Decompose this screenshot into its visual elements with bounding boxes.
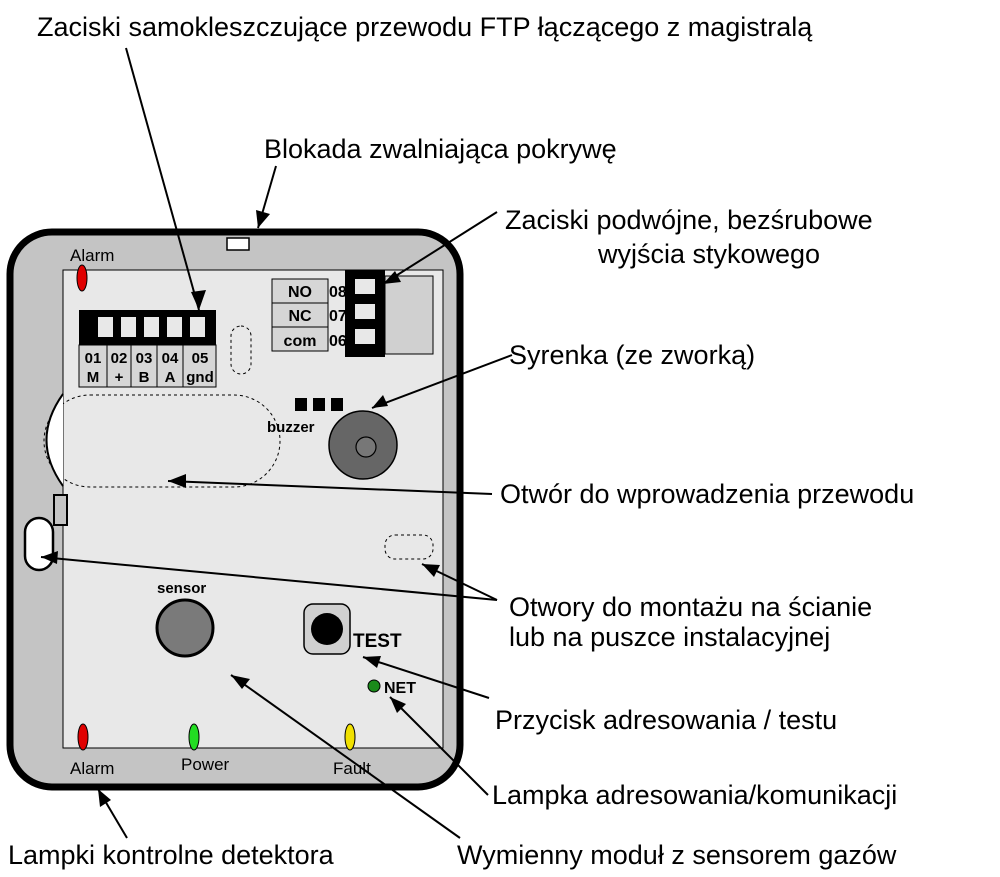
bus-terminal-signal: + <box>115 369 124 386</box>
bus-terminal-number: 01 <box>85 350 102 367</box>
relay-terminal-name: NC <box>288 308 312 325</box>
label-address-lamp: Lampka adresowania/komunikacji <box>492 780 897 810</box>
cover-lock-tab <box>226 237 250 251</box>
relay-terminal-number: 08 <box>329 284 347 301</box>
label-cable-hole: Otwór do wprowadzenia przewodu <box>500 479 914 509</box>
bus-terminal-number: 05 <box>192 350 209 367</box>
relay-terminal-block <box>345 270 434 357</box>
buzzer-center <box>355 436 377 458</box>
bus-terminal-number: 02 <box>111 350 128 367</box>
label-test-button: Przycisk adresowania / testu <box>495 705 837 735</box>
alarm-bottom-label: Alarm <box>70 759 114 778</box>
leader-arrowheads <box>41 210 440 807</box>
bus-terminal-block <box>78 310 217 388</box>
cable-entry-hole <box>43 394 281 488</box>
label-double-terminals-1: Zaciski podwójne, bezśrubowe <box>505 205 873 235</box>
gas-sensor <box>155 598 215 658</box>
label-ftp-clamps: Zaciski samokleszczujące przewodu FTP łą… <box>37 12 813 42</box>
label-sensor-module: Wymienny moduł z sensorem gazów <box>457 840 897 870</box>
relay-terminal-name: NO <box>288 284 312 301</box>
test-label: TEST <box>353 631 402 652</box>
power-led <box>188 723 200 751</box>
alarm-top-led <box>76 264 88 292</box>
mount-hole-left <box>23 516 55 572</box>
leader-lines <box>40 47 513 839</box>
bus-terminal-signal: A <box>165 369 176 386</box>
label-cover-lock: Blokada zwalniająca pokrywę <box>264 134 617 164</box>
side-latch <box>53 494 68 526</box>
power-label: Power <box>181 755 230 774</box>
alarm-led <box>77 723 89 751</box>
sensor-label: sensor <box>157 580 206 597</box>
screw-hole-top <box>230 325 252 375</box>
bus-terminal-signal: M <box>87 369 100 386</box>
fault-label: Fault <box>333 759 371 778</box>
bus-terminal-number: 03 <box>136 350 153 367</box>
fault-led <box>344 723 356 751</box>
net-led <box>367 679 381 693</box>
relay-terminal-number: 06 <box>329 333 347 350</box>
buzzer-jumper <box>295 398 343 411</box>
test-button[interactable] <box>311 613 343 645</box>
relay-terminal-labels <box>271 278 329 352</box>
cable-entry-edge <box>45 393 64 487</box>
relay-terminal-name: com <box>284 333 317 350</box>
relay-terminal-number: 07 <box>329 308 347 325</box>
label-siren: Syrenka (ze zworką) <box>509 340 755 370</box>
net-label: NET <box>384 680 416 697</box>
mount-hole-right <box>384 534 434 560</box>
label-double-terminals-2: wyjścia stykowego <box>597 239 820 269</box>
bus-terminal-signal: gnd <box>186 369 214 386</box>
bus-terminal-number: 04 <box>162 350 179 367</box>
alarm-top-label: Alarm <box>70 246 114 265</box>
bus-terminal-signal: B <box>139 369 150 386</box>
label-mount-holes-1: Otwory do montażu na ścianie <box>509 592 872 622</box>
buzzer-label: buzzer <box>267 419 315 436</box>
bus-terminal-labels: 01M 02 +03B 04A 05 gnd <box>85 350 214 386</box>
label-mount-holes-2: lub na puszce instalacyjnej <box>509 622 830 652</box>
label-control-lamps: Lampki kontrolne detektora <box>8 840 335 870</box>
